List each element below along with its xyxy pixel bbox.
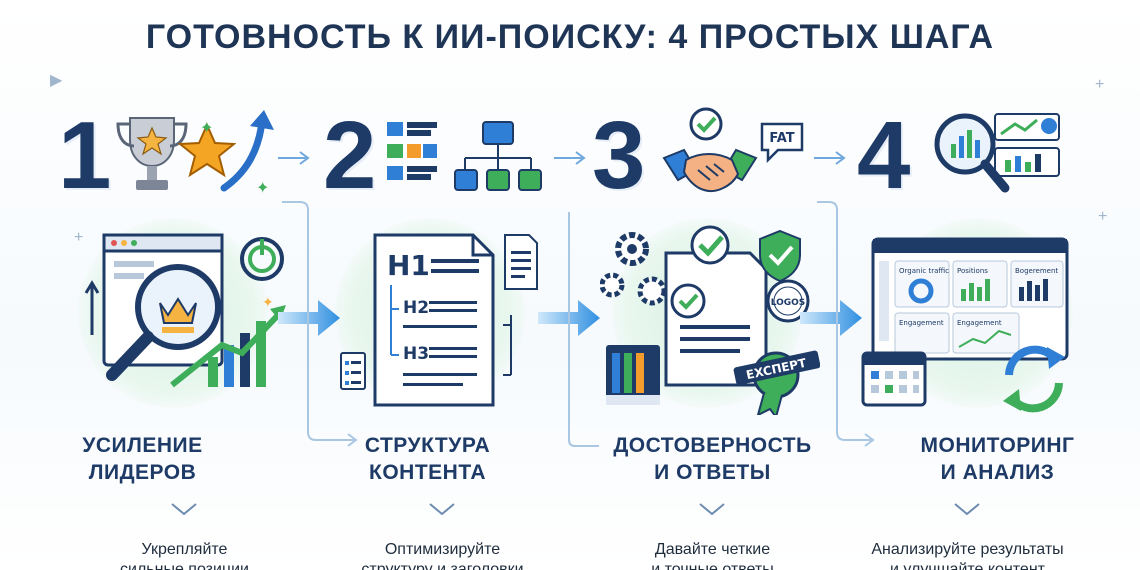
- check-icon: [690, 225, 730, 265]
- step-description: Анализируйте результаты и улучшайте конт…: [871, 541, 1064, 570]
- seal-icon: LOGOS: [766, 279, 810, 323]
- step-1: 1 ✦ ✦: [0, 0, 286, 570]
- svg-text:LOGOS: LOGOS: [771, 298, 806, 308]
- step-heading: ДОСТОВЕРНОСТЬ И ОТВЕТЫ: [613, 434, 812, 484]
- step-description: Укрепляйте сильные позиции: [120, 541, 249, 570]
- arrow-right-icon: [278, 151, 310, 165]
- step-number: 1: [58, 102, 112, 209]
- book-icon: [606, 345, 660, 405]
- svg-text:Bogerement: Bogerement: [1015, 267, 1058, 275]
- shield-check-icon: [759, 229, 801, 283]
- calendar-icon: [861, 351, 927, 407]
- svg-text:Engagement: Engagement: [957, 319, 1002, 327]
- play-icon: ▶: [50, 72, 63, 89]
- svg-text:H1: H1: [387, 249, 430, 282]
- dashboard-icon: Organic traffic Positions Bogerement Eng…: [871, 237, 1069, 361]
- svg-text:H2: H2: [403, 298, 429, 318]
- chevron-down-icon: [699, 503, 725, 516]
- step-number: 3: [592, 102, 646, 209]
- plus-icon: +: [1098, 208, 1108, 225]
- chevron-down-icon: [429, 503, 455, 516]
- crown-icon: [159, 297, 197, 324]
- sparkle-icon: ✦: [256, 180, 270, 197]
- refresh-icon: [1003, 345, 1065, 413]
- svg-text:H3: H3: [403, 344, 429, 364]
- plus-icon: +: [1095, 76, 1105, 93]
- check-icon: [689, 107, 723, 141]
- svg-text:Positions: Positions: [957, 267, 988, 275]
- gears-icon: [600, 232, 667, 306]
- svg-text:✦: ✦: [262, 295, 274, 311]
- step-number: 4: [857, 102, 911, 209]
- svg-text:Organic traffic: Organic traffic: [899, 267, 949, 275]
- chat-bubble-icon: FAT: [760, 122, 804, 164]
- star-icon: [178, 122, 236, 178]
- arrow-right-icon: [554, 151, 586, 165]
- handshake-icon: [662, 148, 758, 192]
- check-icon: [670, 283, 706, 319]
- chevron-down-icon: [171, 503, 197, 516]
- step-number: 2: [323, 102, 377, 209]
- growth-arrow-icon: [220, 110, 274, 192]
- svg-text:Engagement: Engagement: [899, 319, 944, 327]
- svg-text:FAT: FAT: [769, 131, 794, 146]
- step-2-illustration: H1 H2 H3: [340, 233, 538, 407]
- step-heading: СТРУКТУРА КОНТЕНТА: [364, 434, 491, 484]
- blocks-icon: [387, 122, 437, 180]
- arrow-right-icon: [800, 300, 862, 336]
- sparkle-icon: ✦: [200, 120, 214, 137]
- arrow-right-icon: [814, 151, 846, 165]
- magnifier-icon: [106, 264, 221, 381]
- list-icon: [340, 352, 366, 390]
- connector-line: [817, 201, 875, 447]
- connector-line: [568, 212, 599, 447]
- power-icon: [240, 237, 284, 281]
- step-3-illustration: LOGOS EXCПЕРТ: [600, 225, 820, 415]
- step-2: 2 H1 H2 H3: [285, 0, 570, 570]
- hierarchy-icon: [454, 121, 542, 191]
- badge-icon: EXCПЕРТ: [733, 350, 820, 415]
- step-heading: УСИЛЕНИЕ ЛИДЕРОВ: [82, 434, 203, 484]
- analytics-magnifier-icon: [934, 113, 1060, 193]
- step-3: 3 FAT: [570, 0, 855, 570]
- step-description: Оптимизируйте структуру и заголовки: [361, 541, 524, 570]
- page-title: ГОТОВНОСТЬ К ИИ-ПОИСКУ: 4 ПРОСТЫХ ШАГА: [145, 18, 995, 56]
- step-4: 4 Organic traffic Positions Bogerement E…: [855, 0, 1140, 570]
- step-heading: МОНИТОРИНГ И АНАЛИЗ: [920, 434, 1075, 484]
- step-1-illustration: ✦: [84, 233, 286, 388]
- chevron-down-icon: [954, 503, 980, 516]
- step-4-illustration: Organic traffic Positions Bogerement Eng…: [861, 237, 1069, 413]
- trophy-icon: [116, 117, 188, 190]
- step-description: Давайте четкие и точные ответы: [651, 541, 774, 570]
- connector-line: [282, 201, 358, 447]
- document-icon: [504, 234, 538, 290]
- document-icon: H1 H2 H3: [373, 233, 495, 407]
- plus-icon: +: [74, 229, 84, 246]
